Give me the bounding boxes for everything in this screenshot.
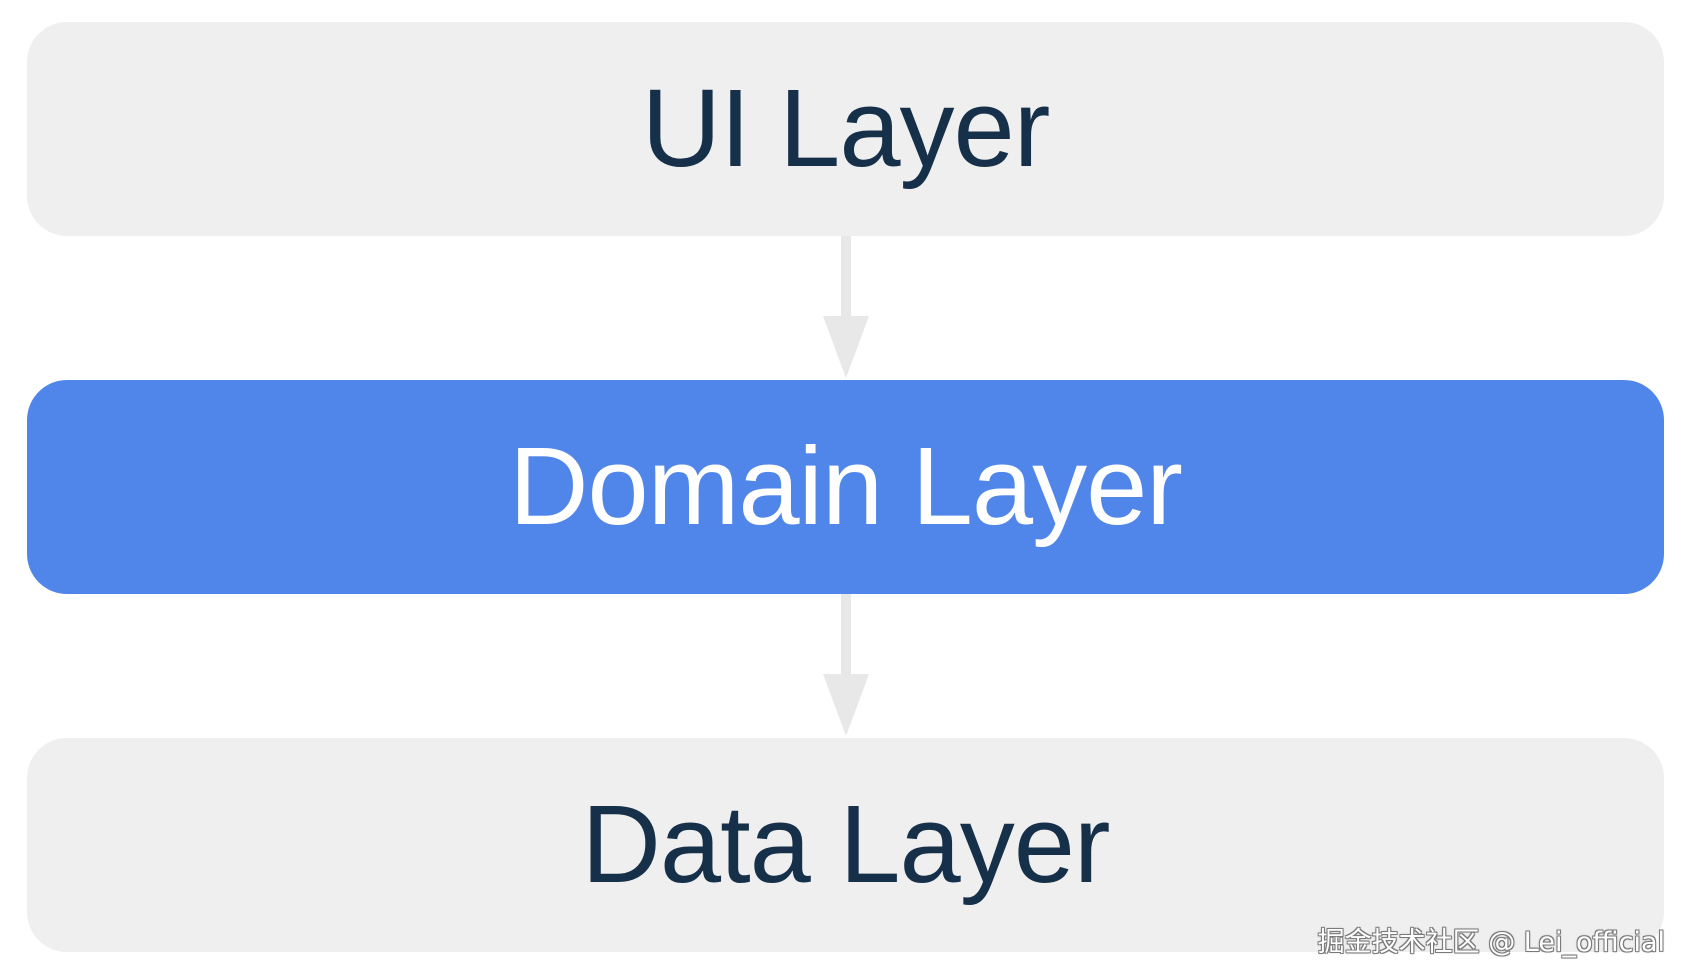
domain-layer-box: Domain Layer bbox=[27, 380, 1664, 594]
data-layer-label: Data Layer bbox=[581, 783, 1110, 906]
data-layer-box: Data Layer bbox=[27, 738, 1664, 952]
arrow-domain-to-data bbox=[823, 594, 869, 736]
ui-layer-box: UI Layer bbox=[27, 22, 1664, 236]
ui-layer-label: UI Layer bbox=[641, 67, 1051, 190]
domain-layer-label: Domain Layer bbox=[509, 425, 1183, 548]
arrow-ui-to-domain bbox=[823, 236, 869, 378]
watermark-text: 掘金技术社区 @ Lei_official bbox=[1317, 927, 1665, 958]
